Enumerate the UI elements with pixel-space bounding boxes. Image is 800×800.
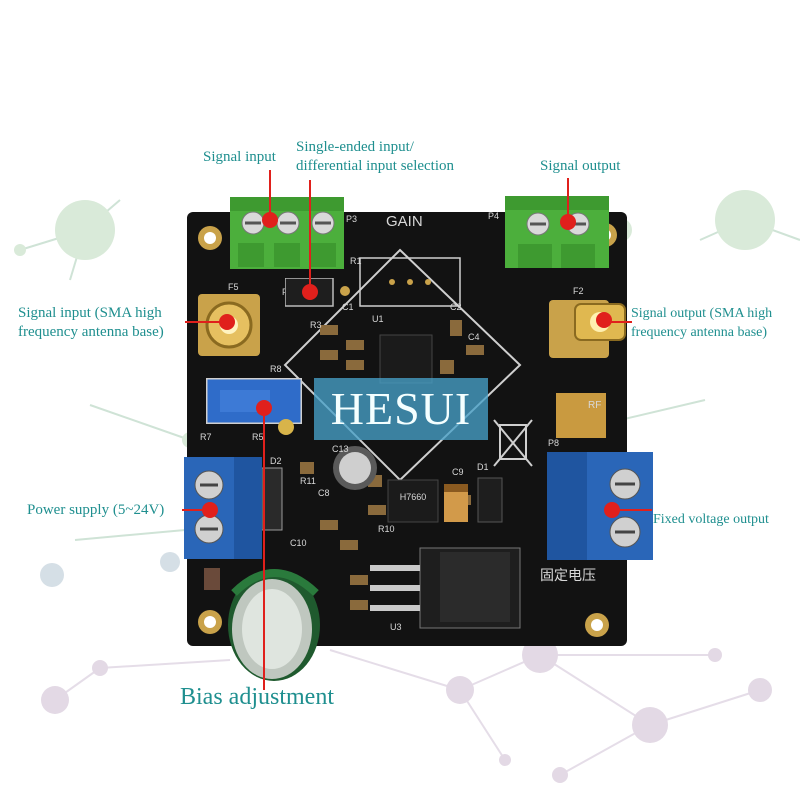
svg-text:R5: R5: [252, 432, 264, 442]
label-sma-input: Signal input (SMA high frequency antenna…: [18, 305, 164, 340]
signal-output-terminal: [505, 196, 609, 268]
svg-text:R11: R11: [300, 476, 316, 486]
label-sma-output: Signal output (SMA high frequency antenn…: [631, 306, 773, 340]
marker-sma-input: [219, 314, 235, 330]
svg-text:C13: C13: [332, 444, 349, 454]
svg-text:U1: U1: [372, 314, 384, 324]
svg-text:C4: C4: [468, 332, 480, 342]
trim-screw: [278, 419, 294, 435]
svg-text:R7: R7: [200, 432, 212, 442]
electrolytic-capacitor: [228, 569, 320, 681]
signal-input-terminal: [230, 197, 344, 269]
svg-text:C2: C2: [450, 302, 462, 312]
svg-text:C9: C9: [452, 467, 464, 477]
chinese-silkscreen: 固定电压: [540, 567, 596, 583]
svg-text:R8: R8: [270, 364, 282, 374]
label-input-selection: Single-ended input/ differential input s…: [296, 139, 455, 174]
marker-sma-output: [596, 312, 612, 328]
label-fixed-voltage: Fixed voltage output: [653, 512, 769, 527]
svg-text:R10: R10: [378, 524, 395, 534]
label-bias-adjustment: Bias adjustment: [180, 684, 334, 710]
svg-text:U3: U3: [390, 622, 402, 632]
svg-text:C1: C1: [342, 302, 354, 312]
label-signal-input: Signal input: [203, 149, 276, 165]
svg-text:D2: D2: [270, 456, 282, 466]
label-power-supply: Power supply (5~24V): [27, 502, 165, 518]
marker-bias-adjustment: [256, 400, 272, 416]
svg-text:P8: P8: [548, 438, 559, 448]
fixed-voltage-terminal: [547, 452, 653, 560]
svg-text:F2: F2: [573, 286, 584, 296]
ic-marking: H7660: [400, 492, 427, 502]
gain-potentiometer: [206, 378, 302, 424]
rf-logo: RF: [588, 400, 601, 411]
marker-power-supply: [202, 502, 218, 518]
marker-fixed-voltage: [604, 502, 620, 518]
label-signal-output: Signal output: [540, 158, 621, 174]
svg-text:P3: P3: [346, 214, 357, 224]
marker-signal-input: [262, 212, 278, 228]
marker-signal-output: [560, 214, 576, 230]
svg-text:P4: P4: [488, 211, 499, 221]
svg-text:R3: R3: [310, 320, 322, 330]
hesui-watermark: HESUI: [314, 378, 488, 440]
svg-text:D1: D1: [477, 462, 489, 472]
gain-silkscreen: GAIN: [386, 213, 423, 230]
svg-text:C8: C8: [318, 488, 330, 498]
power-supply-terminal: [184, 457, 262, 559]
marker-input-selection: [302, 284, 318, 300]
svg-text:R1: R1: [350, 256, 362, 266]
svg-text:C10: C10: [290, 538, 307, 548]
svg-text:F5: F5: [228, 282, 239, 292]
